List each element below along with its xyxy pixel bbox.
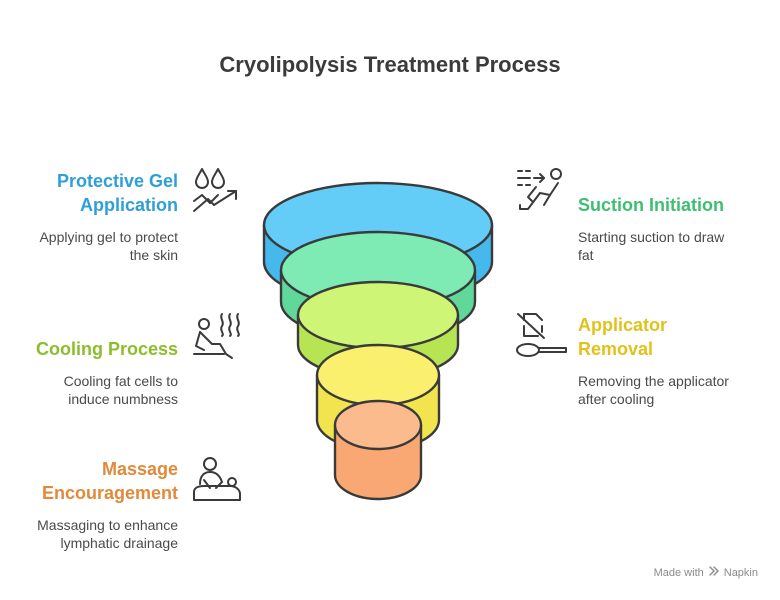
step-applicator-desc: Removing the applicator after cooling bbox=[578, 372, 729, 408]
page-title: Cryolipolysis Treatment Process bbox=[219, 52, 561, 77]
step-cooling-desc: Cooling fat cells to induce numbness bbox=[64, 372, 178, 408]
step-massage-title: Massage Encouragement bbox=[42, 457, 178, 505]
step-gel-title-line1: Protective Gel bbox=[56, 171, 178, 191]
step-cooling-title: Cooling Process bbox=[36, 337, 178, 361]
suction-recline-icon bbox=[514, 165, 566, 217]
massage-icon bbox=[190, 454, 242, 506]
step-cooling-desc-line1: Cooling fat cells to bbox=[63, 373, 178, 389]
step-gel-desc: Applying gel to protect the skin bbox=[39, 228, 178, 264]
step-gel-desc-line2: the skin bbox=[129, 247, 178, 263]
step-suction-desc-line1: Starting suction to draw bbox=[578, 229, 725, 245]
step-gel-title: Protective Gel Application bbox=[57, 169, 178, 217]
step-massage-desc: Massaging to enhance lymphatic drainage bbox=[37, 516, 178, 552]
step-suction-desc: Starting suction to draw fat bbox=[578, 228, 724, 264]
step-applicator-desc-line1: Removing the applicator bbox=[578, 373, 729, 389]
step-gel-desc-line1: Applying gel to protect bbox=[39, 229, 178, 245]
step-applicator-desc-line2: after cooling bbox=[578, 391, 655, 407]
step-applicator-title-line1: Applicator bbox=[578, 315, 668, 335]
step-cooling-desc-line2: induce numbness bbox=[68, 391, 178, 407]
watermark-prefix: Made with bbox=[653, 566, 704, 579]
step-applicator-title-line2: Removal bbox=[578, 339, 654, 359]
step-massage-title-line2: Encouragement bbox=[41, 483, 178, 503]
step-massage-title-line1: Massage bbox=[101, 459, 178, 479]
step-suction-title-line1: Suction Initiation bbox=[578, 195, 724, 215]
made-with-napkin-watermark[interactable]: Made with Napkin bbox=[654, 565, 758, 580]
napkin-logo-icon bbox=[708, 565, 720, 580]
step-gel-title-line2: Application bbox=[80, 195, 178, 215]
step-suction-desc-line2: fat bbox=[578, 247, 594, 263]
gel-drops-icon bbox=[190, 165, 242, 217]
step-applicator-title: Applicator Removal bbox=[578, 313, 667, 361]
watermark-brand: Napkin bbox=[723, 566, 758, 579]
step-suction-title: Suction Initiation bbox=[578, 193, 724, 217]
applicator-removal-icon bbox=[514, 310, 570, 362]
step-massage-desc-line1: Massaging to enhance bbox=[37, 517, 178, 533]
funnel-layer-5 bbox=[333, 399, 423, 501]
step-massage-desc-line2: lymphatic drainage bbox=[60, 535, 178, 551]
cooling-person-icon bbox=[190, 310, 242, 362]
step-cooling-title-line1: Cooling Process bbox=[35, 339, 178, 359]
